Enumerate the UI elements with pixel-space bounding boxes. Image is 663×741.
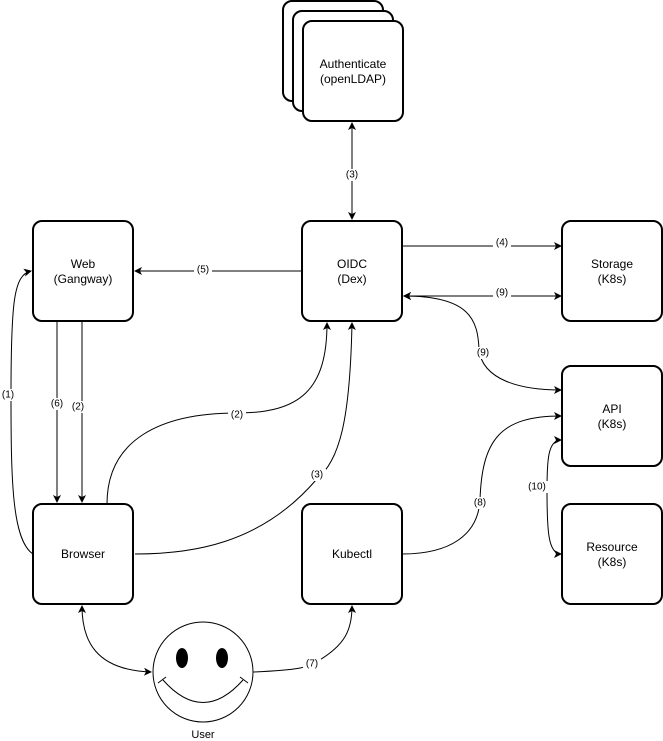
eye-left [176, 648, 188, 668]
edge-label: (3) [311, 470, 323, 481]
edge-label: (8) [474, 498, 486, 509]
edge-label: (2) [72, 402, 84, 413]
edge-label: (1) [2, 390, 14, 401]
edge-label: (9) [496, 288, 508, 299]
user-label: User [191, 729, 215, 741]
node-sublabel: (Dex) [337, 272, 366, 286]
node-label: API [602, 402, 621, 416]
node-sublabel: (K8s) [598, 417, 627, 431]
node-oidc[interactable]: OIDC (Dex) [301, 220, 403, 322]
eye-right [216, 648, 228, 668]
node-user[interactable]: User [152, 621, 254, 741]
edge-web-browser-6: (6) [49, 321, 65, 503]
node-storage[interactable]: Storage (K8s) [561, 220, 663, 322]
edge-browser-oidc-2: (2) [106, 322, 331, 505]
edge-oidc-authenticate: (3) [343, 122, 361, 220]
edge-label: (4) [496, 238, 508, 249]
node-label: OIDC [337, 257, 367, 271]
node-label: Authenticate [320, 57, 387, 71]
node-label: Browser [61, 547, 105, 561]
edge-label: (5) [197, 265, 209, 276]
edge-kubectl-api-8: (8) [401, 412, 562, 555]
edge-user-kubectl-7: (7) [252, 605, 356, 673]
node-sublabel: (K8s) [598, 555, 627, 569]
node-label: Resource [586, 540, 638, 554]
edge-oidc-storage-4: (4) [402, 238, 562, 252]
node-resource[interactable]: Resource (K8s) [561, 503, 663, 605]
edge-label: (10) [528, 482, 546, 493]
edge-label: (3) [346, 170, 358, 181]
smile [162, 679, 244, 703]
edge-label: (9) [477, 348, 489, 359]
node-kubectl[interactable]: Kubectl [301, 503, 403, 605]
node-sublabel: (Gangway) [54, 272, 113, 286]
node-label: Storage [591, 257, 633, 271]
node-authenticate[interactable]: Authenticate (openLDAP) [282, 0, 404, 122]
node-sublabel: (K8s) [598, 272, 627, 286]
edge-oidc-web-5: (5) [134, 265, 302, 277]
edge-api-resource-10: (10) [526, 436, 562, 558]
edge-label: (7) [306, 659, 318, 670]
node-api[interactable]: API (K8s) [561, 365, 663, 467]
edge-web-browser-2: (2) [72, 321, 90, 503]
smiley-face-icon [152, 621, 254, 723]
node-sublabel: (openLDAP) [320, 72, 386, 86]
edge-oidc-storage-9: (9) [403, 288, 562, 302]
node-label: Web [71, 257, 96, 271]
node-browser[interactable]: Browser [32, 503, 134, 605]
node-web[interactable]: Web (Gangway) [32, 220, 134, 322]
edge-oidc-api-9: (9) [403, 292, 562, 394]
edge-oidc-browser-3: (3) [134, 322, 356, 555]
edge-browser-user [78, 605, 152, 676]
edge-label: (6) [51, 399, 63, 410]
node-label: Kubectl [332, 547, 372, 561]
edge-browser-web-1: (1) [2, 268, 34, 555]
edge-label: (2) [231, 410, 243, 421]
